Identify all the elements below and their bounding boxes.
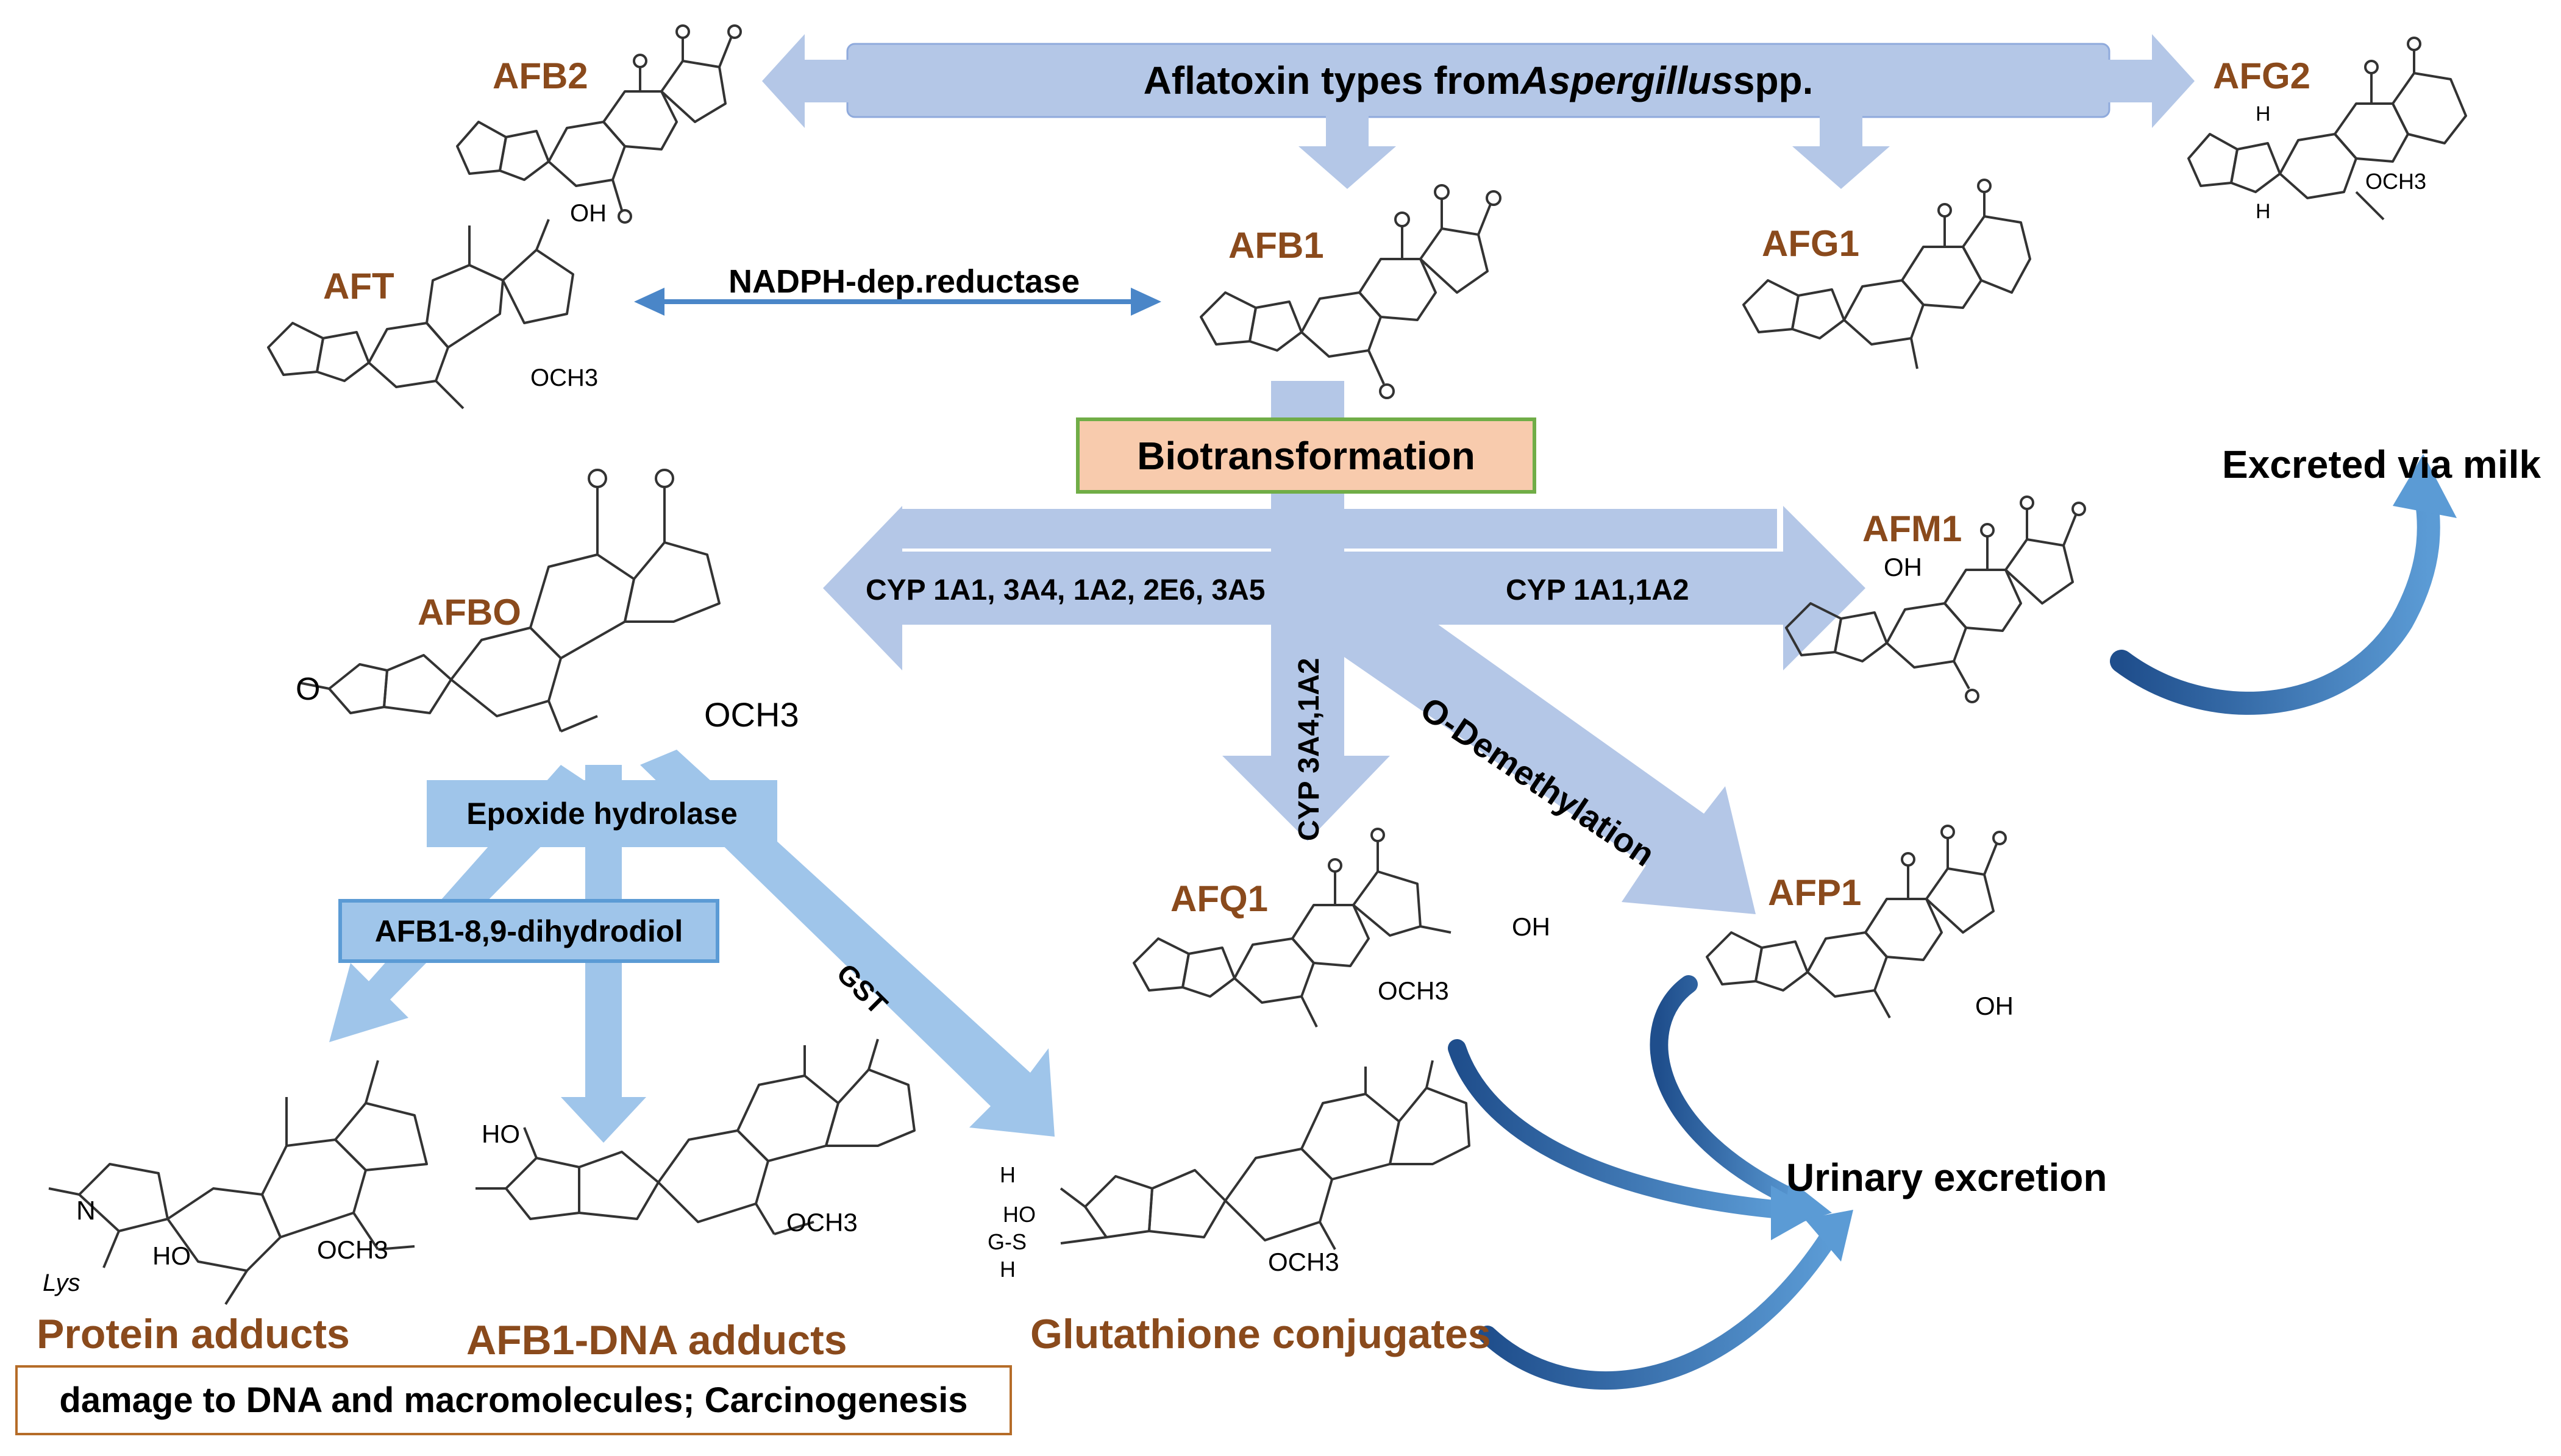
compound-label-afb1: AFB1	[1228, 225, 1324, 266]
biotransformation-box: Biotransformation	[1076, 417, 1536, 494]
afbo-epoxide-o: O	[296, 672, 321, 707]
protein-och3-label: OCH3	[317, 1235, 388, 1264]
dna-adduct-structure	[476, 1039, 916, 1235]
enzyme-cyp-left: CYP 1A1, 3A4, 1A2, 2E6, 3A5	[866, 574, 1266, 606]
afg2-structure	[2187, 37, 2467, 221]
enzyme-cyp-right: CYP 1A1,1A2	[1506, 574, 1689, 606]
afq1-och3-label: OCH3	[1378, 976, 1449, 1005]
afp1-oh-label: OH	[1975, 992, 2014, 1020]
compound-label-afb2: AFB2	[493, 55, 588, 96]
afq1-structure	[1133, 828, 1451, 1028]
afg1-structure	[1742, 179, 2031, 369]
title-genus: Aspergillus	[1520, 59, 1733, 102]
title-suffix: spp.	[1733, 59, 1814, 102]
biotransformation-arrows	[823, 381, 1865, 914]
compound-label-afp1: AFP1	[1768, 872, 1862, 913]
excretion-urine: Urinary excretion	[1786, 1156, 2107, 1199]
afp1-structure	[1706, 825, 2007, 1018]
aflatoxin-types-arrows	[762, 34, 2195, 189]
afbo-structure	[298, 469, 721, 733]
afg2-h-bottom: H	[2256, 200, 2271, 223]
aflatoxin-types-title: Aflatoxin types from Aspergillus spp.	[847, 44, 2109, 117]
curved-excretion-arrows	[1448, 470, 2440, 1390]
compound-label-afg1: AFG1	[1762, 223, 1860, 264]
title-prefix: Aflatoxin types from	[1143, 59, 1521, 102]
aft-structure	[267, 219, 574, 410]
enzyme-nadph-reductase: NADPH-dep.reductase	[728, 263, 1080, 300]
outcome-protein-adducts: Protein adducts	[37, 1311, 350, 1357]
dihydrodiol-box: AFB1-8,9-dihydrodiol	[338, 899, 719, 963]
compound-label-afq1: AFQ1	[1170, 878, 1269, 919]
afq1-oh-label: OH	[1512, 912, 1550, 941]
dna-ho-label: HO	[482, 1120, 520, 1148]
compound-label-afg2: AFG2	[2213, 55, 2311, 96]
afb2-structure	[456, 24, 742, 224]
gsh-och3-label: OCH3	[1268, 1248, 1339, 1276]
epoxide-hydrolase-label: Epoxide hydrolase	[466, 797, 738, 831]
enzyme-cyp-down: CYP 3A4,1A2	[1293, 658, 1325, 841]
protein-lys-label: Lys	[43, 1270, 80, 1296]
outcome-glutathione-conjugates: Glutathione conjugates	[1030, 1311, 1491, 1357]
aft-oh-label: OH	[570, 200, 607, 227]
aft-och3-label: OCH3	[530, 364, 599, 391]
excretion-milk: Excreted via milk	[2222, 442, 2541, 486]
gsh-h-top: H	[1000, 1162, 1016, 1187]
afg2-och3-label: OCH3	[2365, 169, 2427, 194]
dna-och3-label: OCH3	[786, 1208, 858, 1237]
compound-label-afbo: AFBO	[418, 592, 521, 633]
gsh-ho-label: HO	[1003, 1202, 1036, 1227]
epoxide-hydrolase-box: Epoxide hydrolase	[427, 780, 777, 847]
structure-drawings	[48, 24, 2467, 1305]
protein-adduct-structure	[48, 1060, 428, 1305]
protein-ho-label: HO	[152, 1241, 191, 1270]
afb1-structure	[1200, 184, 1501, 399]
dihydrodiol-label: AFB1-8,9-dihydrodiol	[374, 914, 683, 948]
gsh-h-bottom: H	[1000, 1257, 1016, 1282]
compound-label-afm1: AFM1	[1862, 508, 1962, 549]
compound-label-aft: AFT	[323, 266, 394, 307]
afbo-och3-label: OCH3	[704, 695, 799, 734]
outcome-dna-adducts: AFB1-DNA adducts	[466, 1317, 847, 1363]
damage-box: damage to DNA and macromolecules; Carcin…	[15, 1365, 1012, 1435]
afm1-oh-label: OH	[1884, 553, 1922, 581]
afg2-h-top: H	[2256, 102, 2271, 126]
nadph-arrow	[634, 288, 1161, 316]
afm1-structure	[1785, 495, 2086, 703]
curved-arrow-heads	[1771, 454, 2457, 1262]
gsh-gs-label: G-S	[988, 1229, 1027, 1254]
glutathione-structure	[1060, 1060, 1470, 1250]
biotransformation-label: Biotransformation	[1137, 433, 1475, 478]
damage-text: damage to DNA and macromolecules; Carcin…	[59, 1380, 968, 1420]
protein-n-label: N	[76, 1196, 96, 1226]
